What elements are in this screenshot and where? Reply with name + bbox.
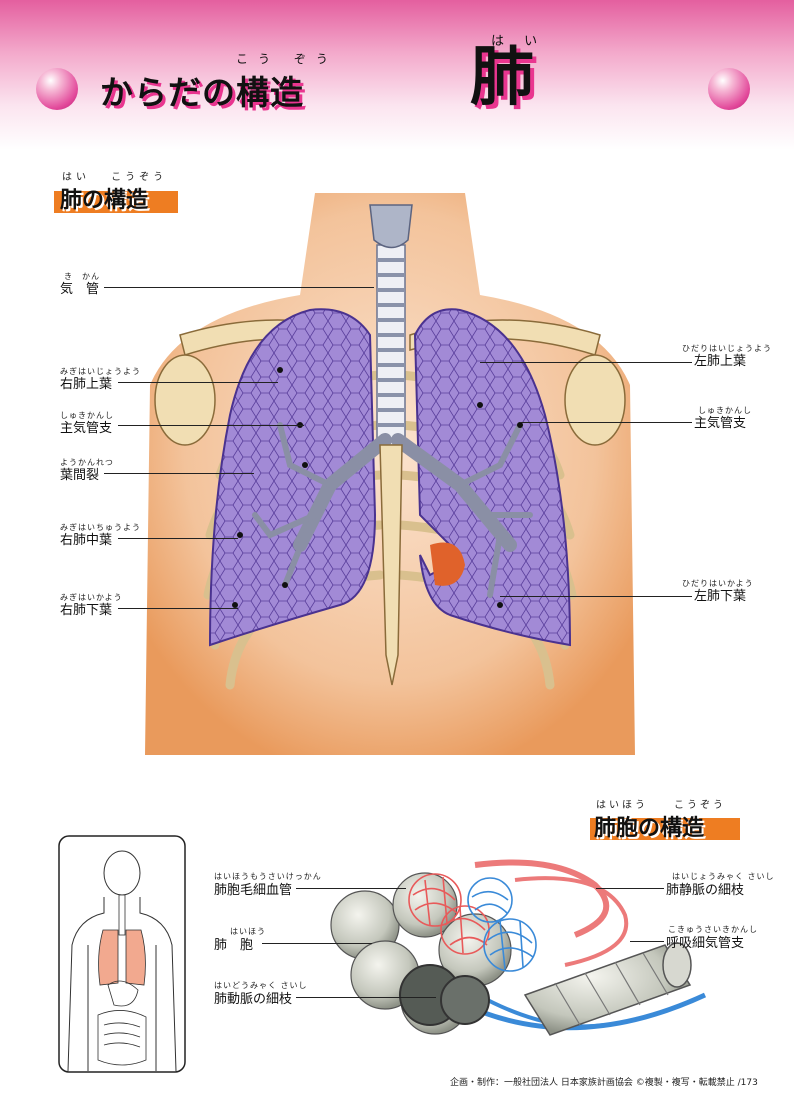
leader-line bbox=[596, 888, 664, 889]
main-title-ruby: は い bbox=[491, 34, 546, 49]
label-pulmonary-artery-branch: 肺動脈の細枝 bbox=[214, 992, 293, 1007]
label-main-bronchus-l-ruby: しゅきかんし bbox=[698, 406, 752, 415]
label-alveolar-capillary: 肺胞毛細血管 bbox=[214, 883, 293, 898]
leader-line bbox=[118, 382, 278, 383]
section-alveoli-title: 肺胞の構造 bbox=[594, 816, 705, 841]
left-title-ruby: こう ぞう bbox=[236, 52, 338, 66]
section-tab-alveoli bbox=[590, 818, 740, 840]
label-alveolus: 肺 胞 bbox=[214, 938, 254, 953]
label-respiratory-bronchiole: 呼吸細気管支 bbox=[666, 936, 745, 951]
leader-line bbox=[104, 473, 254, 474]
label-right-middle-ruby: みぎはいちゅうよう bbox=[60, 523, 141, 532]
label-bronchiole-ruby: こきゅうさいきかんし bbox=[668, 925, 758, 934]
label-trachea: 気 管 bbox=[60, 282, 100, 297]
leader-line bbox=[296, 997, 436, 998]
label-alveolus-ruby: はいほう bbox=[230, 927, 266, 936]
label-vein-ruby: はいじょうみゃく さいし bbox=[672, 872, 775, 881]
label-left-upper-lobe: 左肺上葉 bbox=[694, 354, 747, 369]
label-right-upper-lobe: 右肺上葉 bbox=[60, 377, 113, 392]
main-title: 肺 bbox=[470, 41, 534, 115]
leader-line bbox=[480, 362, 692, 363]
leader-line bbox=[520, 422, 692, 423]
pink-orb-icon bbox=[708, 68, 750, 110]
pink-orb-icon bbox=[36, 68, 78, 110]
label-right-lower-lobe: 右肺下葉 bbox=[60, 603, 113, 618]
alveoli-illustration bbox=[330, 859, 707, 1036]
lung-illustration bbox=[145, 193, 635, 755]
label-left-upper-ruby: ひだりはいじょうよう bbox=[682, 344, 772, 353]
leader-line bbox=[118, 608, 238, 609]
label-artery-ruby: はいどうみゃく さいし bbox=[214, 981, 308, 990]
section-alveoli-title-ruby: はいほう こうぞう bbox=[596, 800, 726, 811]
label-capillary-ruby: はいほうもうさいけっかん bbox=[214, 872, 322, 881]
label-trachea-ruby: き かん bbox=[64, 272, 100, 281]
label-left-lower-lobe: 左肺下葉 bbox=[694, 589, 747, 604]
section-lung-title: 肺の構造 bbox=[60, 188, 149, 213]
label-main-bronchus-right: 主気管支 bbox=[60, 421, 113, 436]
label-interlobar-fissure: 葉間裂 bbox=[60, 468, 100, 483]
label-right-lower-ruby: みぎはいかよう bbox=[60, 593, 123, 602]
label-main-bronchus-r-ruby: しゅきかんし bbox=[60, 411, 114, 420]
leader-line bbox=[118, 538, 238, 539]
leader-line bbox=[118, 425, 304, 426]
label-left-lower-ruby: ひだりはいかよう bbox=[682, 579, 754, 588]
leader-line bbox=[630, 941, 664, 942]
body-outline-thumbnail bbox=[58, 835, 186, 1073]
footer-credit: 企画・制作：一般社団法人 日本家族計画協会 ©複製・複写・転載禁止 /173 bbox=[450, 1078, 758, 1088]
leader-line bbox=[262, 943, 372, 944]
page-header bbox=[0, 0, 794, 150]
section-tab-lung bbox=[54, 191, 178, 213]
label-right-middle-lobe: 右肺中葉 bbox=[60, 533, 113, 548]
label-pulmonary-vein-branch: 肺静脈の細枝 bbox=[666, 883, 745, 898]
label-right-upper-ruby: みぎはいじょうよう bbox=[60, 367, 141, 376]
section-lung-title-ruby: はい こうぞう bbox=[62, 172, 168, 183]
left-title: からだの構造 bbox=[100, 73, 304, 112]
leader-line bbox=[104, 287, 374, 288]
leader-line bbox=[296, 888, 406, 889]
label-fissure-ruby: ようかんれつ bbox=[60, 458, 114, 467]
label-main-bronchus-left: 主気管支 bbox=[694, 416, 747, 431]
leader-line bbox=[500, 596, 692, 597]
